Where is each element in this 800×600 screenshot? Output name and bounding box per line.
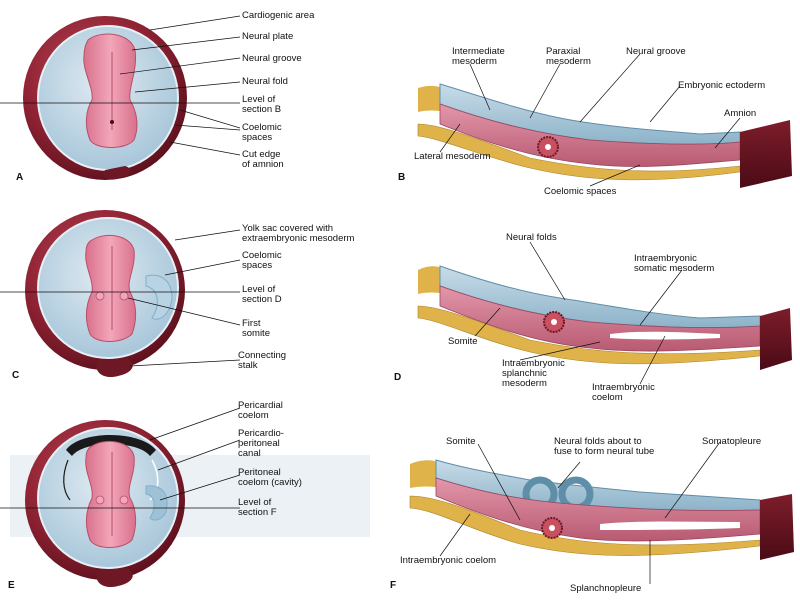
label-coelom-d-2: coelom: [592, 392, 623, 403]
label-level-b-2: section B: [242, 104, 282, 115]
label-pp-canal-3: canal: [238, 448, 261, 459]
panel-e-embryonic-disc: [85, 440, 137, 548]
label-somatic-2: somatic mesoderm: [634, 263, 715, 274]
label-somite-d: Somite: [448, 336, 478, 347]
label-first-somite-2: somite: [242, 328, 270, 339]
label-level-f-1: Level of: [238, 497, 272, 508]
panel-d-yolk-layer: [418, 266, 446, 294]
panel-d-notochord-core: [551, 319, 557, 325]
panel-f-section: [409, 459, 794, 560]
label-coelomic-a-2: spaces: [242, 132, 273, 143]
label-coelomic-spaces-b: Coelomic spaces: [544, 186, 617, 197]
label-neural-folds-d: Neural folds: [506, 232, 557, 243]
label-somite-f: Somite: [446, 436, 476, 447]
panel-c-embryo: [25, 210, 185, 378]
panel-e-somite-left: [95, 495, 105, 505]
panel-e-embryo: [10, 420, 370, 588]
panel-a-embryo: [23, 16, 187, 180]
label-paraxial-2: mesoderm: [546, 56, 591, 67]
panel-a-embryonic-disc: [83, 33, 138, 148]
panel-c-somite-left: [95, 291, 105, 301]
label-embryonic-ectoderm: Embryonic ectoderm: [678, 80, 766, 91]
label-pp-canal-1: Pericardio-: [238, 428, 284, 439]
label-pp-canal-2: peritoneal: [238, 438, 280, 449]
label-level-b-1: Level of: [242, 94, 276, 105]
label-yolk-sac-2: extraembryonic mesoderm: [242, 233, 355, 244]
panel-a-stalk: [103, 166, 131, 180]
panel-label-b: B: [398, 172, 406, 183]
label-somatic-1: Intraembryonic: [634, 253, 697, 264]
label-connecting-stalk-1: Connecting: [238, 350, 287, 361]
label-cut-edge-2: of amnion: [242, 159, 284, 170]
panel-d-end-block: [760, 308, 792, 370]
panel-label-a: A: [16, 172, 24, 183]
label-pericardial-1: Pericardial: [238, 400, 283, 411]
label-paraxial-1: Paraxial: [546, 46, 581, 57]
label-lateral-mesoderm: Lateral mesoderm: [414, 151, 491, 162]
panel-e-stalk: [96, 568, 133, 588]
label-splanchnic-3: mesoderm: [502, 378, 547, 389]
label-splanchnopleure: Splanchnopleure: [570, 583, 642, 594]
label-level-d-2: section D: [242, 294, 282, 305]
panel-f-end-block: [760, 494, 794, 560]
label-neural-folds-f-2: fuse to form neural tube: [554, 446, 655, 457]
label-coelomic-a-1: Coelomic: [242, 122, 282, 133]
panel-b-yolk-layer: [418, 85, 446, 112]
label-intermediate-2: mesoderm: [452, 56, 497, 67]
label-intraembryonic-coelom-f: Intraembryonic coelom: [400, 555, 497, 566]
label-connecting-stalk-2: stalk: [238, 360, 258, 371]
leader-lines: [0, 15, 741, 584]
label-peritoneal-2: coelom (cavity): [238, 477, 302, 488]
label-level-d-1: Level of: [242, 284, 276, 295]
panel-f-coelom: [600, 521, 740, 530]
label-intermediate-1: Intermediate: [452, 46, 505, 57]
label-cardiogenic-area: Cardiogenic area: [242, 10, 315, 21]
label-neural-groove-b: Neural groove: [626, 46, 686, 57]
panel-label-f: F: [390, 580, 397, 591]
panel-f-yolk-layer: [410, 460, 442, 488]
panel-label-d: D: [394, 372, 402, 383]
panel-b-notochord-core: [545, 144, 551, 150]
label-splanchnic-2: splanchnic: [502, 368, 547, 379]
panel-e-somite-right: [119, 495, 129, 505]
label-coelomic-c-1: Coelomic: [242, 250, 282, 261]
panel-b-section: [417, 83, 792, 188]
label-splanchnic-1: Intraembryonic: [502, 358, 565, 369]
panel-d-section: [417, 265, 792, 370]
panel-c-embryonic-disc: [85, 234, 137, 342]
label-cut-edge-1: Cut edge: [242, 149, 281, 160]
panel-d-coelom: [610, 331, 720, 340]
panel-label-e: E: [8, 580, 15, 591]
panel-e-pp-canal-arrow-left: [63, 459, 71, 501]
label-coelomic-c-2: spaces: [242, 260, 273, 271]
label-somatopleure: Somatopleure: [702, 436, 762, 447]
label-peritoneal-1: Peritoneal: [238, 467, 281, 478]
label-neural-plate: Neural plate: [242, 31, 294, 42]
label-amnion: Amnion: [724, 108, 757, 119]
label-neural-fold: Neural fold: [242, 76, 288, 87]
panel-b-end-block: [740, 120, 792, 188]
label-yolk-sac-1: Yolk sac covered with: [242, 223, 334, 234]
panel-f-notochord-core: [549, 525, 555, 531]
panel-e-pericardial-coelom: [66, 435, 156, 456]
panel-c-connecting-stalk: [96, 358, 133, 378]
panel-c-somite-right: [119, 291, 129, 301]
panel-e-peritoneal-coelom: [145, 485, 168, 521]
label-first-somite-1: First: [242, 318, 261, 329]
label-level-f-2: section F: [238, 507, 277, 518]
label-pericardial-2: coelom: [238, 410, 269, 421]
label-neural-folds-f-1: Neural folds about to: [554, 436, 642, 447]
panel-a-primitive-node: [110, 120, 114, 124]
panel-c-coelomic-space: [145, 274, 173, 320]
label-coelom-d-1: Intraembryonic: [592, 382, 655, 393]
label-neural-groove-a: Neural groove: [242, 53, 302, 64]
panel-label-c: C: [12, 370, 20, 381]
